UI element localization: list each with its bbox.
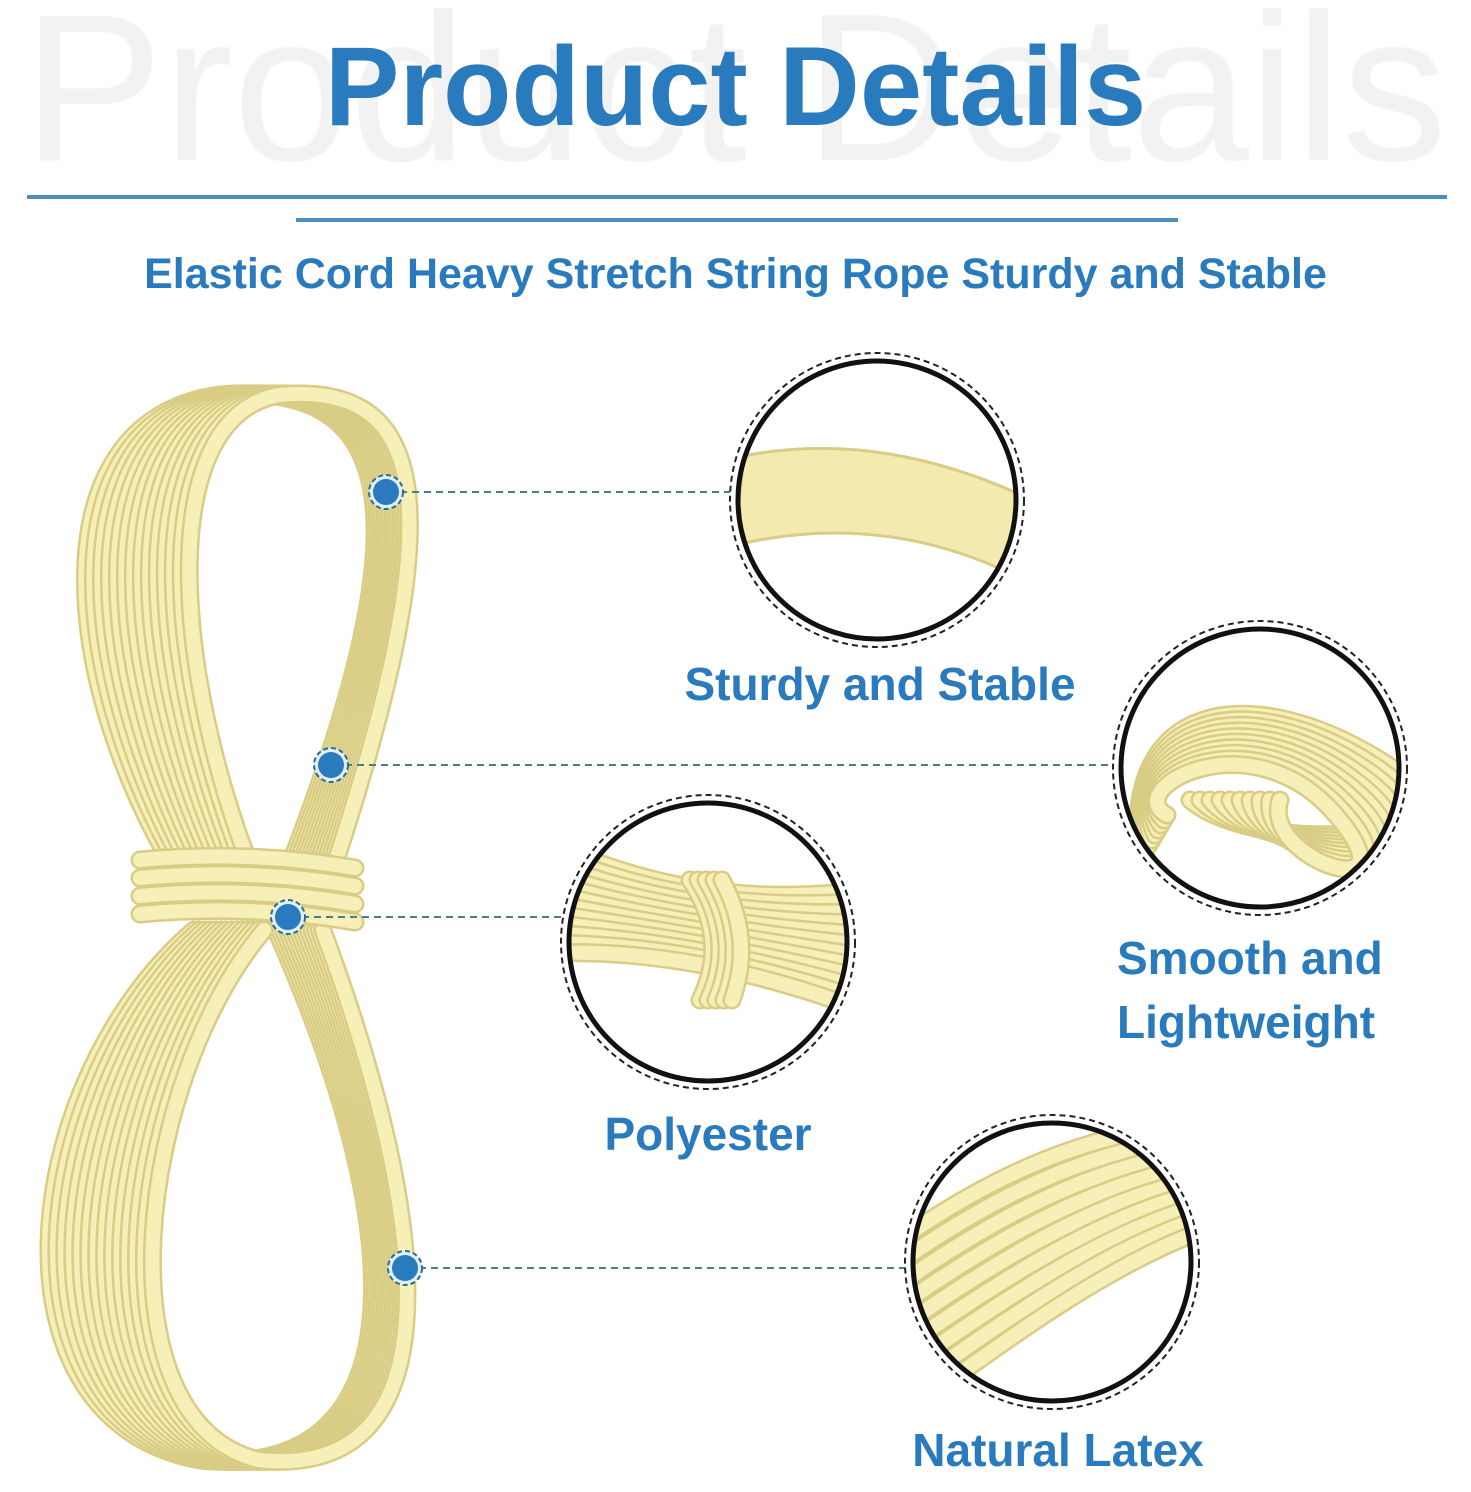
cord-strand: [145, 923, 414, 1469]
cord-strand: [914, 1171, 1190, 1335]
cord-strand: [133, 885, 362, 911]
marker-dots: [270, 474, 423, 1286]
detail-circle-sturdy: [729, 352, 1025, 648]
cord-strand: [914, 1185, 1190, 1357]
feature-label-smooth: Smooth and Lightweight: [1117, 926, 1383, 1054]
feature-label-smooth-line2: Lightweight: [1117, 996, 1376, 1048]
page-title: Product Details: [324, 24, 1147, 149]
cord-strand: [133, 849, 362, 875]
marker-dot-1: [368, 474, 404, 510]
product-subtitle: Elastic Cord Heavy Stretch String Rope S…: [144, 250, 1327, 298]
cord-strand: [133, 903, 362, 929]
watermark-picture: [0, 0, 1471, 190]
feature-label-latex: Natural Latex: [912, 1424, 1204, 1476]
detail-circle-polyester: [560, 794, 856, 1090]
marker-dot-4: [387, 1250, 423, 1286]
leader-lines: [302, 491, 1110, 1269]
divider-short: [296, 218, 1178, 222]
feature-label-smooth-line1: Smooth and: [1117, 932, 1383, 984]
elastic-cord-bundle: [39, 384, 419, 1471]
divider-long: [27, 195, 1447, 199]
detail-circle-latex: [904, 1114, 1200, 1410]
marker-dot-3: [270, 899, 306, 935]
detail-circle-smooth: [1112, 620, 1408, 916]
cord-strand: [182, 386, 417, 907]
feature-label-polyester: Polyester: [604, 1108, 812, 1160]
marker-dot-2: [313, 747, 349, 783]
cord-strand: [1150, 757, 1367, 876]
cord-strand: [715, 873, 748, 1007]
cord-strand: [133, 867, 362, 893]
feature-label-sturdy: Sturdy and Stable: [684, 658, 1076, 710]
